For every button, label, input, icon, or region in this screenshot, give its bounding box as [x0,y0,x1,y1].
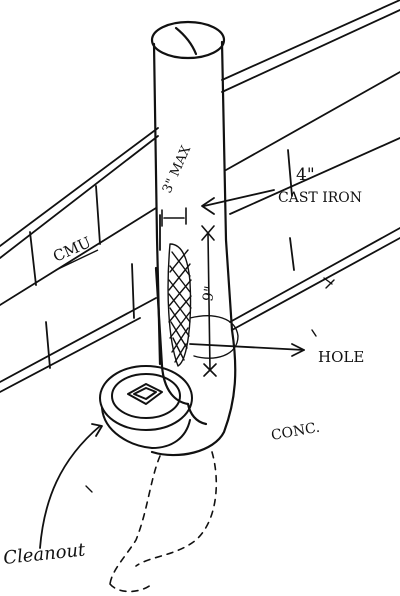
cmu-wall [0,0,400,393]
label-dimension-top: 3" MAX [160,143,194,196]
cleanout-cap [99,365,193,449]
pipe-elbow [150,328,237,457]
wall-hole-hatching [167,243,239,367]
label-cleanout: Cleanout [2,539,87,569]
label-cmu-underline [55,249,99,271]
dashed-drain [109,451,218,593]
label-hole: HOLE [318,348,364,366]
leader-lines [39,189,305,549]
cast-iron-pipe [150,20,234,368]
label-pipe-material: CAST IRON [278,190,362,206]
label-concrete: CONC. [270,420,321,444]
dimension-marks [161,207,217,377]
label-pipe-size: 4" [296,165,315,185]
label-dimension-side: 9" [200,285,218,303]
scribble-marks [85,277,335,493]
